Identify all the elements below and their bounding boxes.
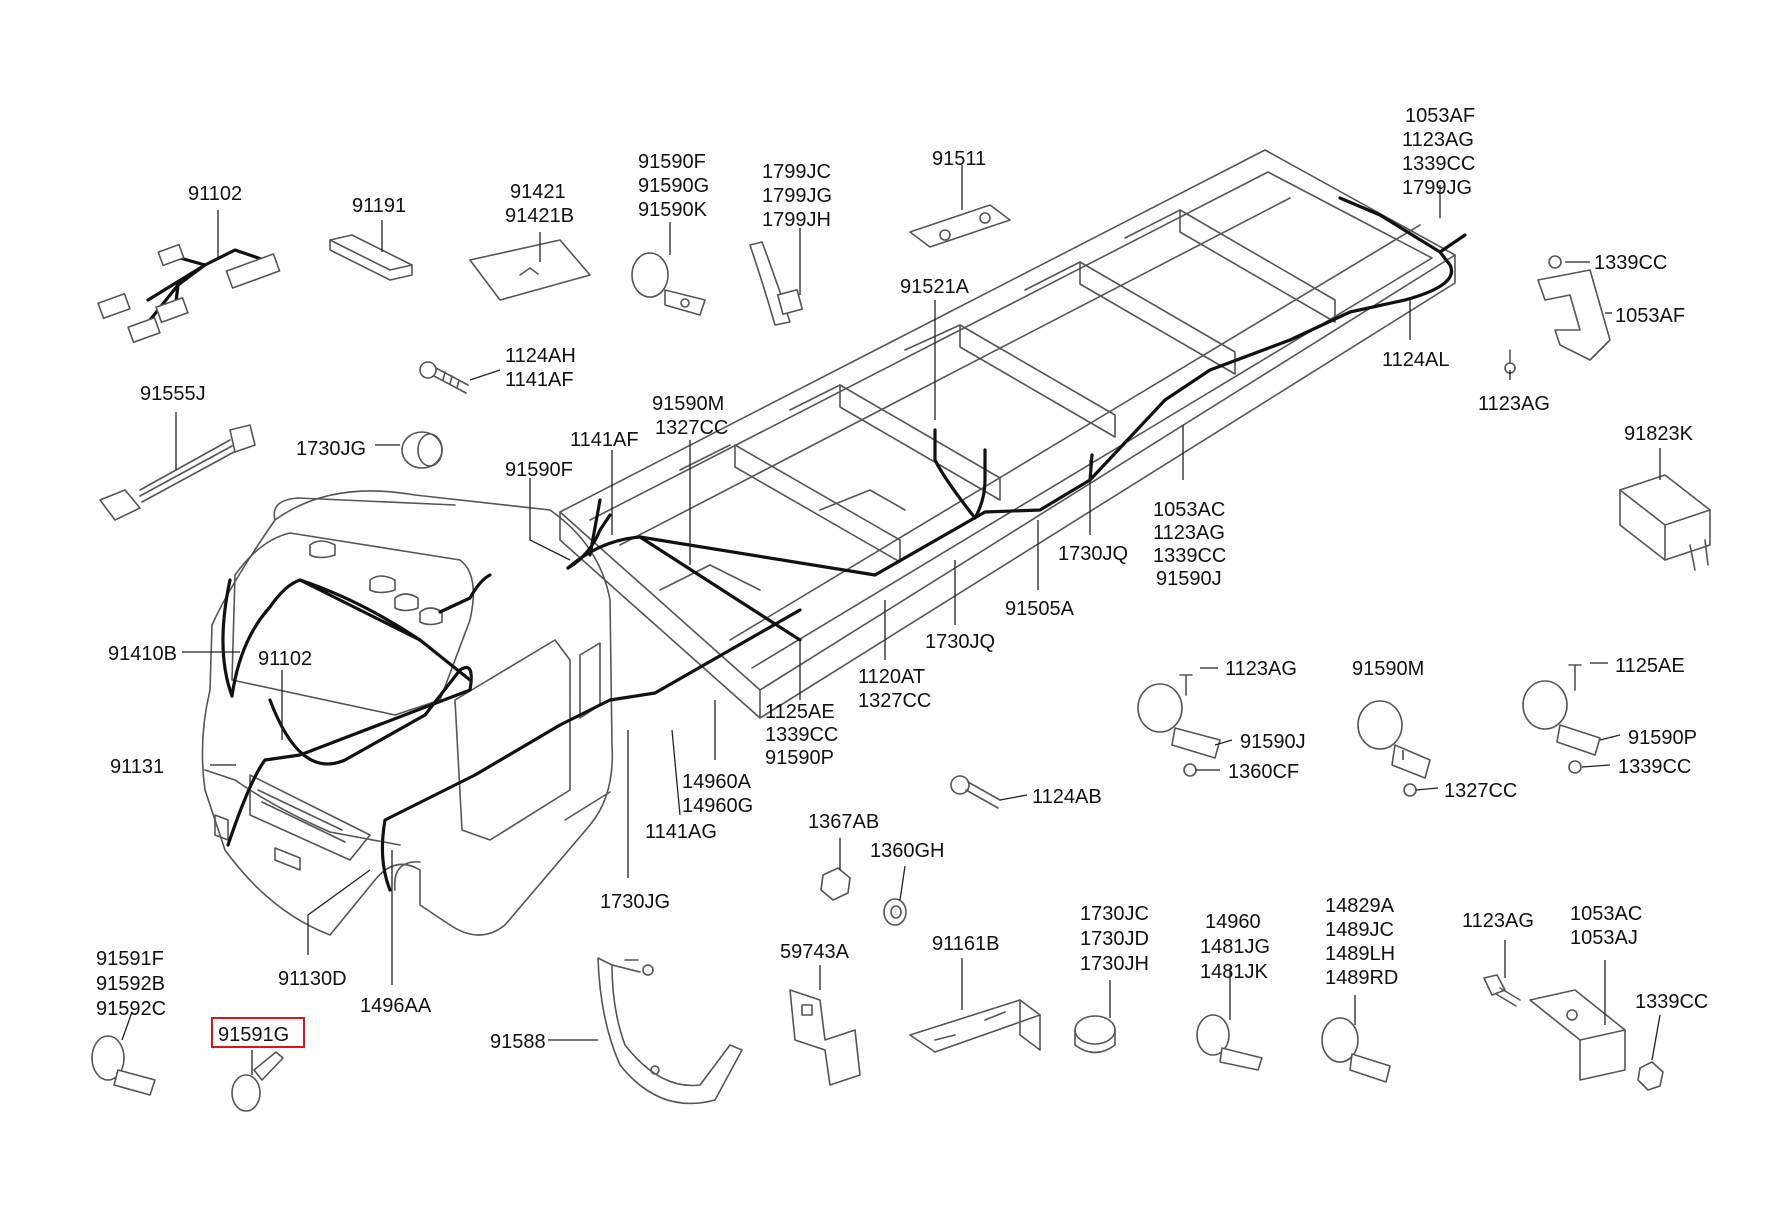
callout-91590j: 91590J bbox=[1240, 731, 1306, 753]
clamp-91591f bbox=[91, 1035, 156, 1096]
clamp-91590p bbox=[1522, 664, 1601, 774]
callout-1123ag-bottom: 1123AG bbox=[1462, 910, 1534, 932]
clip-14829a bbox=[1321, 1017, 1391, 1083]
callout-1730jg: 1730JG bbox=[296, 438, 366, 460]
callout-1339cc-right: 1339CC bbox=[1618, 756, 1691, 778]
callout-91102: 91102 bbox=[188, 183, 242, 205]
leader-lines bbox=[121, 165, 1661, 1075]
callout-91555j: 91555J bbox=[140, 383, 206, 405]
part-91421-label bbox=[469, 239, 591, 301]
callout-91161b: 91161B bbox=[932, 933, 999, 955]
tie-strap-1799 bbox=[749, 241, 804, 326]
clamp-91590j bbox=[1137, 674, 1221, 777]
callout-1730jq-right: 1730JQ bbox=[1058, 543, 1128, 565]
callout-1141ag: 1141AG bbox=[645, 821, 717, 843]
callout-1367ab: 1367AB bbox=[808, 811, 879, 833]
callout-91130d: 91130D bbox=[278, 968, 347, 990]
bracket-59743a bbox=[789, 989, 861, 1086]
callout-1053af-right: 1053AF bbox=[1615, 305, 1685, 327]
box-91823k bbox=[1619, 474, 1711, 571]
callout-1730jq: 1730JQ bbox=[925, 631, 995, 653]
callout-1360gh: 1360GH bbox=[870, 840, 945, 862]
callout-1124ab: 1124AB bbox=[1032, 786, 1102, 808]
callout-59743a: 59743A bbox=[780, 941, 850, 963]
truck-cab bbox=[201, 490, 614, 936]
grommet-1730jc bbox=[1074, 1015, 1116, 1054]
callout-91591g-highlight bbox=[211, 1017, 305, 1048]
connector-91555j bbox=[99, 424, 256, 521]
chassis-frame bbox=[559, 149, 1456, 719]
callout-91823k: 91823K bbox=[1624, 423, 1694, 445]
nut-1367ab bbox=[820, 867, 851, 901]
callout-91590f: 91590F bbox=[505, 459, 573, 481]
grommet-1730jg bbox=[401, 431, 443, 469]
callout-91511: 91511 bbox=[932, 148, 986, 170]
bolt-1124ab bbox=[950, 775, 1001, 809]
callout-91191: 91191 bbox=[352, 195, 406, 217]
callout-91590m: 91590M bbox=[1352, 658, 1424, 680]
callout-1360cf: 1360CF bbox=[1228, 761, 1299, 783]
callout-1327cc: 1327CC bbox=[1444, 780, 1517, 802]
clamp-91590f bbox=[631, 252, 706, 316]
washer-1360gh bbox=[883, 898, 907, 926]
callout-91102-cab: 91102 bbox=[258, 648, 312, 670]
clamp-91590m bbox=[1357, 700, 1431, 797]
callout-1496aa: 1496AA bbox=[360, 995, 432, 1017]
callout-91505a: 91505A bbox=[1005, 598, 1075, 620]
callout-91588: 91588 bbox=[490, 1031, 546, 1053]
callout-1123ag-mid: 1123AG bbox=[1225, 658, 1297, 680]
main-harness-wiring bbox=[221, 196, 1467, 892]
callout-91521a: 91521A bbox=[900, 276, 970, 298]
callout-1141af: 1141AF bbox=[570, 429, 639, 451]
loose-parts bbox=[91, 204, 1711, 1112]
callout-1730jg-bottom: 1730JG bbox=[600, 891, 670, 913]
callout-1125ae: 1125AE bbox=[1615, 655, 1685, 677]
bracket-91161b bbox=[909, 999, 1041, 1053]
clip-14960 bbox=[1196, 1014, 1263, 1071]
connector-harness-91102 bbox=[97, 243, 281, 344]
callout-91131: 91131 bbox=[110, 756, 164, 778]
bracket-1053ac bbox=[1483, 974, 1664, 1091]
part-91191-tape bbox=[329, 234, 413, 281]
callout-1123ag-top: 1123AG bbox=[1478, 393, 1550, 415]
plate-91511 bbox=[909, 204, 1011, 248]
bracket-91588 bbox=[597, 957, 743, 1105]
clip-91591g bbox=[231, 1051, 284, 1112]
callout-91410b: 91410B bbox=[108, 643, 177, 665]
callout-91590p: 91590P bbox=[1628, 727, 1697, 749]
bolt-1124ah bbox=[419, 361, 469, 394]
callout-91591g: 91591G bbox=[218, 1024, 289, 1046]
callout-1339cc-bottom: 1339CC bbox=[1635, 991, 1708, 1013]
bracket-1053af bbox=[1504, 255, 1611, 374]
callout-1124al: 1124AL bbox=[1382, 349, 1449, 371]
callout-1339cc-top: 1339CC bbox=[1594, 252, 1667, 274]
